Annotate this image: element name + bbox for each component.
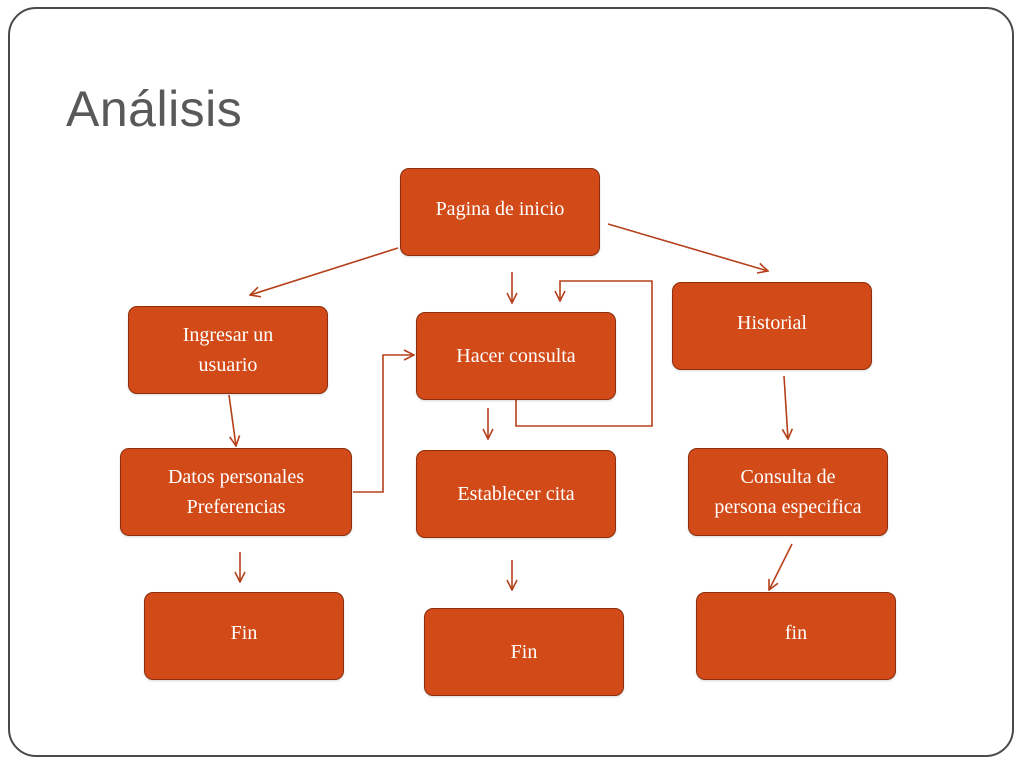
node-label: Consulta de persona especifica <box>714 466 862 518</box>
node-label: Hacer consulta <box>456 345 576 367</box>
node-fin-left[interactable]: Fin <box>144 592 344 680</box>
node-establecer-cita[interactable]: Establecer cita <box>416 450 616 538</box>
node-datos-personales[interactable]: Datos personales Preferencias <box>120 448 352 536</box>
node-label: Ingresar un usuario <box>182 324 274 376</box>
node-fin-right[interactable]: fin <box>696 592 896 680</box>
node-label: Establecer cita <box>457 483 575 505</box>
node-label: Pagina de inicio <box>435 198 565 220</box>
node-label: fin <box>784 622 808 644</box>
node-consulta-persona-especifica[interactable]: Consulta de persona especifica <box>688 448 888 536</box>
node-ingresar-usuario[interactable]: Ingresar un usuario <box>128 306 328 394</box>
slide-title: Análisis <box>66 81 243 137</box>
node-label: Datos personales Preferencias <box>167 466 305 518</box>
node-fin-center[interactable]: Fin <box>424 608 624 696</box>
node-label: Historial <box>737 312 807 334</box>
node-label: Fin <box>510 641 538 663</box>
node-pagina-de-inicio[interactable]: Pagina de inicio <box>400 168 600 256</box>
node-hacer-consulta[interactable]: Hacer consulta <box>416 312 616 400</box>
node-historial[interactable]: Historial <box>672 282 872 370</box>
node-label: Fin <box>230 622 258 644</box>
